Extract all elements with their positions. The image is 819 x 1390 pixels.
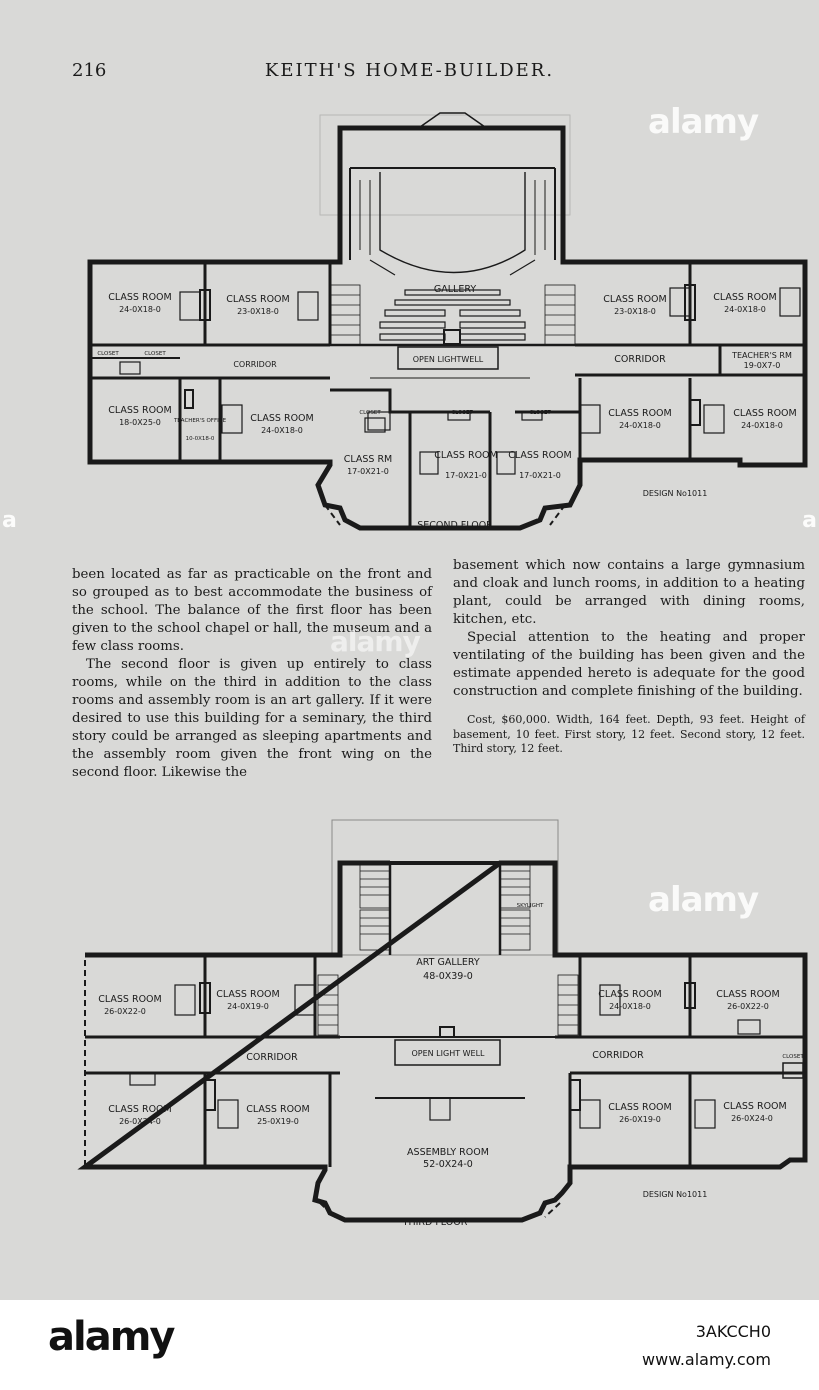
room-size: 52-0X24-0	[423, 1159, 473, 1170]
design-number: DESIGN No1011	[643, 489, 708, 498]
watermark-logo: alamy	[330, 625, 421, 658]
scanned-page: 216 KEITH'S HOME-BUILDER.	[0, 60, 819, 1235]
room-size: 26-0X24-0	[731, 1114, 773, 1123]
image-id: 3AKCCH0	[695, 1322, 771, 1341]
room-name: CLASS ROOM	[108, 292, 171, 303]
page-number: 216	[72, 60, 107, 81]
room-name: CLASS ROOM	[603, 294, 666, 305]
room-name: ART GALLERY	[416, 957, 480, 968]
watermark-side-mark: a	[802, 508, 817, 533]
room-name: CLASS ROOM	[608, 1102, 671, 1113]
room-size: 19-0X7-0	[744, 361, 781, 370]
room-size: 48-0X39-0	[423, 971, 473, 982]
room-size: 18-0X25-0	[119, 418, 161, 427]
room-name: CLASS ROOM	[508, 450, 571, 461]
brand-logo[interactable]: alamy	[48, 1314, 175, 1360]
room-name: CLASS ROOM	[598, 989, 661, 1000]
design-number: DESIGN No1011	[643, 1190, 708, 1199]
room-size: 17-0X21-0	[519, 471, 561, 480]
watermark-logo: alamy	[648, 880, 759, 920]
room-size: 10-0X18-0	[186, 436, 215, 442]
room-size: 26-0X22-0	[104, 1007, 146, 1016]
watermark-logo: alamy	[648, 102, 759, 142]
room-size: 24-0X18-0	[609, 1002, 651, 1011]
closet-label: CLOSET	[144, 351, 166, 357]
closet-label: CLOSET	[359, 410, 381, 416]
room-size: 24-0X18-0	[724, 305, 766, 314]
room-size: 24-0X18-0	[261, 426, 303, 435]
room-name: CLASS ROOM	[716, 989, 779, 1000]
second-floor-plan: GALLERY OPEN LIGHTWELL CORRIDOR CORRIDOR…	[0, 100, 819, 540]
room-name: CLASS ROOM	[434, 450, 497, 461]
room-size: 24-0X18-0	[619, 421, 661, 430]
paragraph: The second floor is given up entirely to…	[72, 657, 432, 780]
watermark-side-mark: a	[2, 508, 17, 533]
room-size: 17-0X21-0	[445, 471, 487, 480]
open-light-well-label: OPEN LIGHT WELL	[411, 1049, 485, 1058]
room-size: 23-0X18-0	[237, 307, 279, 316]
paragraph: Special attention to the heating and pro…	[453, 630, 805, 699]
room-name: CLASS RM	[344, 454, 393, 465]
room-name: TEACHER'S RM	[731, 351, 792, 360]
page-title: KEITH'S HOME-BUILDER.	[264, 60, 555, 81]
text-column-left: been located as far as practicable on th…	[72, 566, 432, 782]
room-name: CLASS ROOM	[226, 294, 289, 305]
paragraph: basement which now contains a large gymn…	[453, 558, 805, 627]
room-name: ASSEMBLY ROOM	[407, 1147, 489, 1158]
corridor-left-label: CORRIDOR	[233, 360, 277, 369]
cost-note: Cost, $60,000. Width, 164 feet. Depth, 9…	[453, 713, 805, 755]
room-size: 24-0X18-0	[119, 305, 161, 314]
text-column-right: basement which now contains a large gymn…	[453, 557, 805, 757]
room-size: 26-0X22-0	[727, 1002, 769, 1011]
third-floor-drawing: SKYLIGHT ART GALLERY 48-0X39-0 OPEN LIGH…	[77, 819, 808, 1228]
room-size: 24-0X18-0	[741, 421, 783, 430]
room-name: CLASS ROOM	[733, 408, 796, 419]
room-name: TEACHER'S OFFICE	[173, 418, 227, 424]
room-name: CLASS ROOM	[216, 989, 279, 1000]
room-name: CLASS ROOM	[723, 1101, 786, 1112]
room-size: 25-0X19-0	[257, 1117, 299, 1126]
floor-label: SECOND FLOOR	[417, 520, 493, 531]
room-name: CLASS ROOM	[246, 1104, 309, 1115]
room-name: CLASS ROOM	[713, 292, 776, 303]
room-size: 26-0X24-0	[119, 1117, 161, 1126]
page-header: 216 KEITH'S HOME-BUILDER.	[0, 60, 819, 84]
corridor-left-label: CORRIDOR	[246, 1052, 298, 1063]
open-lightwell-label: OPEN LIGHTWELL	[413, 355, 484, 364]
room-name: CLASS ROOM	[608, 408, 671, 419]
closet-label: CLOSET	[97, 351, 119, 357]
third-floor-plan: SKYLIGHT ART GALLERY 48-0X39-0 OPEN LIGH…	[0, 815, 819, 1235]
closet-label: CLOSET	[529, 410, 551, 416]
closet-label: CLOSET	[451, 410, 473, 416]
closet-label: CLOSET	[782, 1054, 804, 1060]
corridor-right-label: CORRIDOR	[592, 1050, 644, 1061]
site-link[interactable]: www.alamy.com	[642, 1350, 771, 1369]
stock-footer: alamy 3AKCCH0 www.alamy.com	[0, 1300, 819, 1390]
corridor-right-label: CORRIDOR	[614, 354, 666, 365]
room-size: 24-0X19-0	[227, 1002, 269, 1011]
room-size: 17-0X21-0	[347, 467, 389, 476]
room-size: 26-0X19-0	[619, 1115, 661, 1124]
room-name: CLASS ROOM	[98, 994, 161, 1005]
paragraph: been located as far as practicable on th…	[72, 567, 432, 654]
second-floor-drawing: GALLERY OPEN LIGHTWELL CORRIDOR CORRIDOR…	[87, 112, 808, 531]
room-size: 23-0X18-0	[614, 307, 656, 316]
room-name: CLASS ROOM	[108, 405, 171, 416]
gallery-label: GALLERY	[434, 284, 476, 295]
room-name: CLASS ROOM	[108, 1104, 171, 1115]
room-name: CLASS ROOM	[250, 413, 313, 424]
floor-label: THIRD FLOOR	[402, 1217, 468, 1228]
skylight-label: SKYLIGHT	[517, 903, 544, 909]
